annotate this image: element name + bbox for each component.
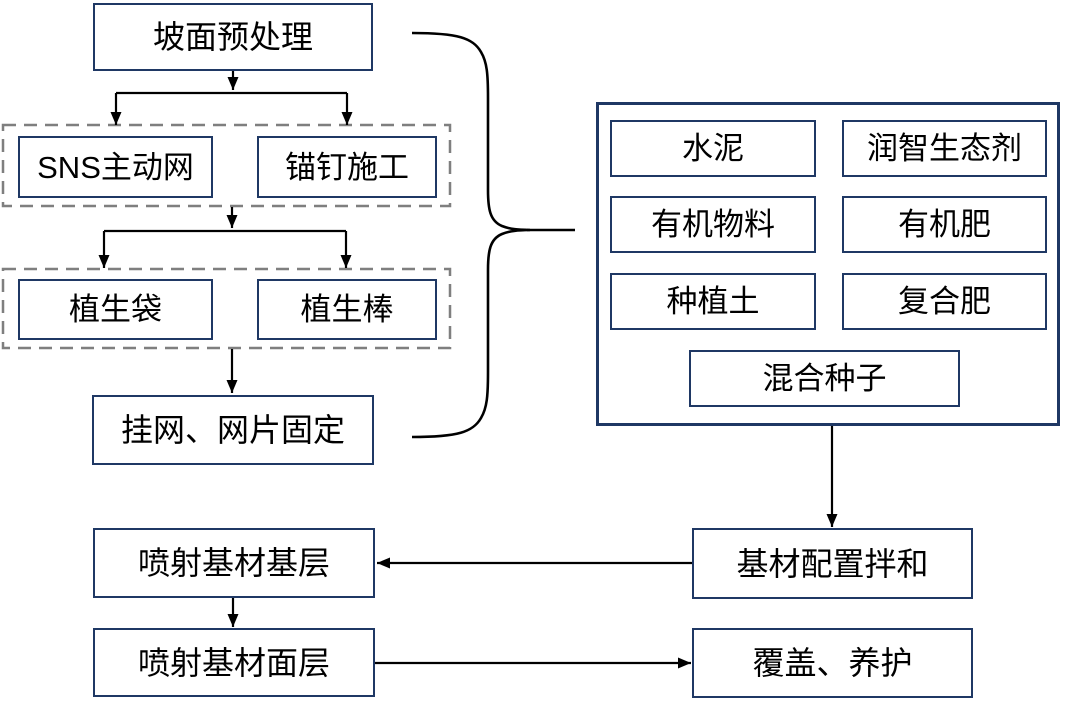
- node-label: 喷射基材面层: [137, 644, 330, 681]
- node-label: 植生袋: [69, 292, 162, 327]
- node-compound-fertilizer: 复合肥: [842, 273, 1047, 330]
- node-label: 水泥: [682, 131, 744, 166]
- curly-brace: [411, 31, 531, 439]
- node-label: 基材配置拌和: [736, 545, 929, 582]
- node-slope-pretreatment: 坡面预处理: [93, 3, 373, 71]
- node-runzhi-eco-agent: 润智生态剂: [842, 120, 1047, 177]
- node-substrate-preparation-mixing: 基材配置拌和: [692, 528, 973, 599]
- node-planting-soil: 种植土: [610, 273, 816, 330]
- node-label: 喷射基材基层: [137, 545, 330, 581]
- group-vegetation-units: [1, 267, 452, 350]
- node-label: 混合种子: [762, 361, 887, 396]
- node-mixed-seeds: 混合种子: [689, 350, 960, 407]
- node-label: 坡面预处理: [152, 19, 313, 55]
- node-vegetation-rod: 植生棒: [257, 279, 437, 340]
- node-label: 复合肥: [898, 284, 991, 319]
- node-cement: 水泥: [610, 120, 816, 177]
- node-anchor-nail-construction: 锚钉施工: [257, 136, 437, 198]
- node-spray-substrate-surface-layer: 喷射基材面层: [93, 628, 375, 697]
- node-sns-active-net: SNS主动网: [18, 136, 213, 198]
- node-spray-substrate-base-layer: 喷射基材基层: [93, 528, 375, 598]
- node-organic-fertilizer: 有机肥: [842, 196, 1047, 253]
- node-label: SNS主动网: [37, 149, 194, 185]
- node-label: 植生棒: [300, 292, 394, 327]
- node-net-hanging-fixing: 挂网、网片固定: [92, 395, 374, 465]
- group-slope-protection: [1, 123, 452, 208]
- node-label: 有机肥: [898, 207, 991, 242]
- node-label: 覆盖、养护: [752, 645, 913, 681]
- node-organic-material: 有机物料: [610, 196, 816, 253]
- node-label: 润智生态剂: [867, 131, 1022, 166]
- node-vegetation-bag: 植生袋: [18, 279, 213, 340]
- node-label: 有机物料: [651, 207, 775, 242]
- node-label: 锚钉施工: [285, 149, 409, 185]
- node-label: 种植土: [666, 284, 760, 319]
- node-cover-maintenance: 覆盖、养护: [692, 628, 973, 698]
- node-label: 挂网、网片固定: [120, 412, 345, 448]
